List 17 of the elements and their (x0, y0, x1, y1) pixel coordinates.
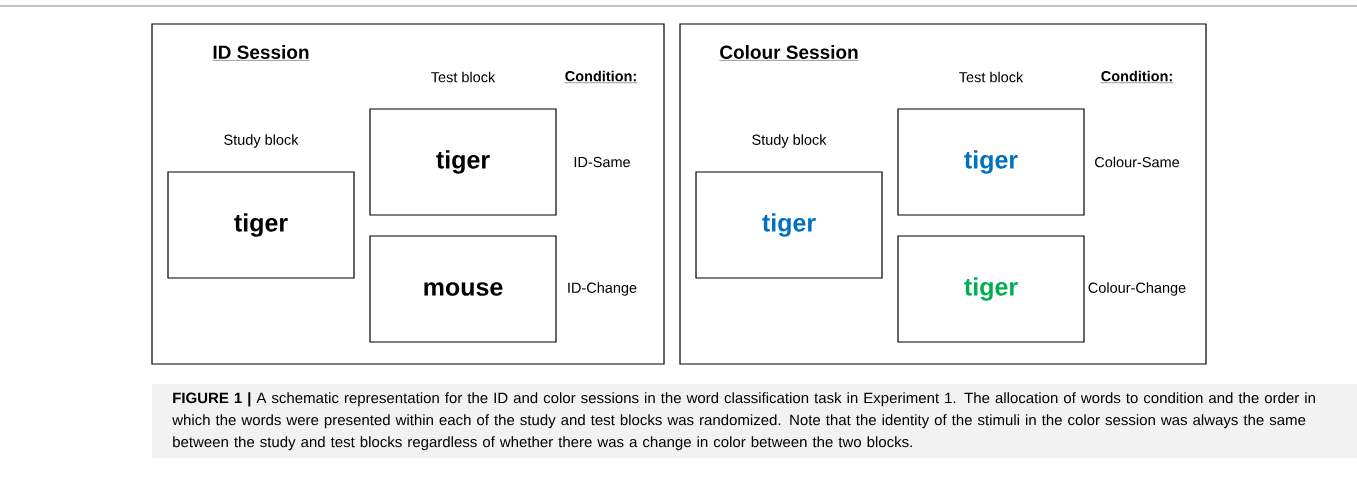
word-screen: mouse (369, 235, 557, 343)
block-label: ID-Same (574, 156, 630, 168)
word-screen: tiger (369, 108, 557, 216)
block-label: Test block (959, 71, 1024, 83)
block-label: Colour-Change (1088, 282, 1186, 296)
block-label: Test block (431, 71, 496, 83)
caption: FIGURE 1 | A schematic representation for the ID and color sessions in the word classification task in Experiment 1. The allocation of words to condition and the order in which the words were presented within each of the study and test blocks was randomized. Note that the identity of the stimuli in the color session was always the same between the study and test blocks regardless of whether there was a change in color between the two blocks. (152, 384, 1357, 459)
block-label: Study block (752, 134, 827, 148)
word-screen: tiger (897, 235, 1085, 343)
block-label: ID-Change (568, 282, 637, 296)
word-screen: tiger (897, 108, 1085, 216)
block-label: Colour-Same (1095, 156, 1180, 168)
condition-heading: Condition: (1100, 70, 1174, 83)
word-screen: tiger (695, 171, 883, 279)
block-label: Study block (224, 134, 299, 148)
condition-heading: Condition: (564, 70, 638, 83)
word-screen: tiger (167, 171, 355, 279)
